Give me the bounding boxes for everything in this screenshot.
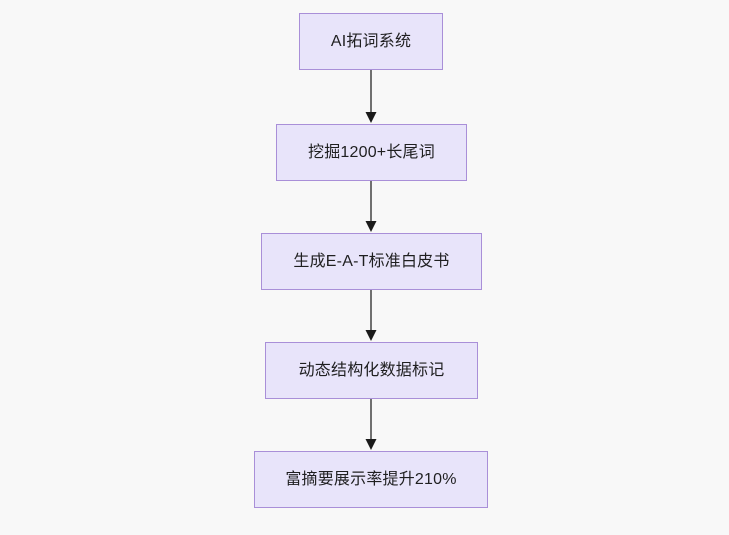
flow-node-mine-longtail-keywords[interactable]: 挖掘1200+长尾词: [276, 124, 467, 181]
flow-node-label: 挖掘1200+长尾词: [308, 143, 435, 161]
flow-node-dynamic-structured-data-markup[interactable]: 动态结构化数据标记: [265, 342, 478, 399]
flow-edge-2-to-3: [358, 181, 384, 233]
flow-node-label: 富摘要展示率提升210%: [285, 470, 457, 488]
flow-node-ai-keyword-system[interactable]: AI拓词系统: [299, 13, 443, 70]
flow-node-generate-eat-whitepaper[interactable]: 生成E-A-T标准白皮书: [261, 233, 482, 290]
flow-node-label: 动态结构化数据标记: [298, 361, 445, 379]
flow-edge-3-to-4: [358, 290, 384, 342]
flow-edge-4-to-5: [358, 399, 384, 451]
arrow-down-icon: [365, 290, 377, 341]
flow-node-label: 生成E-A-T标准白皮书: [293, 252, 450, 270]
flow-node-label: AI拓词系统: [330, 32, 412, 50]
flow-node-rich-snippet-rate-increase[interactable]: 富摘要展示率提升210%: [254, 451, 488, 508]
arrow-down-icon: [365, 70, 377, 123]
flow-edge-1-to-2: [358, 70, 384, 124]
arrow-down-icon: [365, 399, 377, 450]
arrow-down-icon: [365, 181, 377, 232]
